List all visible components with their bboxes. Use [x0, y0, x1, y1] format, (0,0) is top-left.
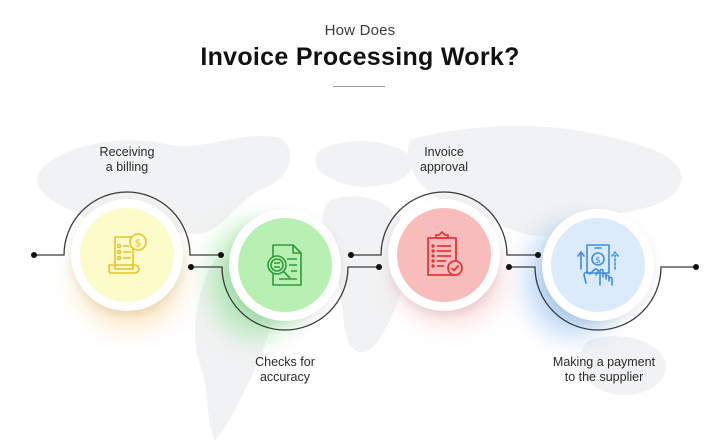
mobile-payment-icon: $	[577, 244, 619, 286]
svg-text:$: $	[595, 256, 601, 266]
step-3-label-line2: approval	[420, 160, 468, 174]
step-4-label-line1: Making a payment	[552, 355, 656, 369]
document-magnifier-icon	[267, 244, 302, 286]
title-divider	[333, 86, 385, 87]
header-subtitle: How Does	[324, 22, 396, 39]
step-4-making-payment: $	[542, 209, 654, 321]
step-2-checks-accuracy	[229, 209, 341, 321]
step-2-label-line2: accuracy	[259, 370, 311, 384]
page-title: Invoice Processing Work?	[200, 43, 520, 71]
step-2-label-line1: Checks for	[255, 355, 315, 369]
step-1-label-line2: a billing	[105, 160, 149, 174]
step-4-label-line2: to the supplier	[564, 370, 644, 384]
clipboard-check-icon	[427, 231, 463, 276]
step-3-invoice-approval	[388, 199, 500, 311]
step-4-label: Making a payment to the supplier	[524, 355, 684, 385]
receipt-dollar-icon: $	[108, 233, 147, 274]
step-1-receiving-billing: $	[71, 199, 183, 311]
svg-text:$: $	[135, 237, 142, 250]
step-3-label: Invoice approval	[364, 145, 524, 175]
step-3-label-line1: Invoice	[424, 145, 464, 159]
step-2-label: Checks for accuracy	[205, 355, 365, 385]
step-1-label: Receiving a billing	[47, 145, 207, 175]
step-1-label-line1: Receiving	[99, 145, 155, 159]
